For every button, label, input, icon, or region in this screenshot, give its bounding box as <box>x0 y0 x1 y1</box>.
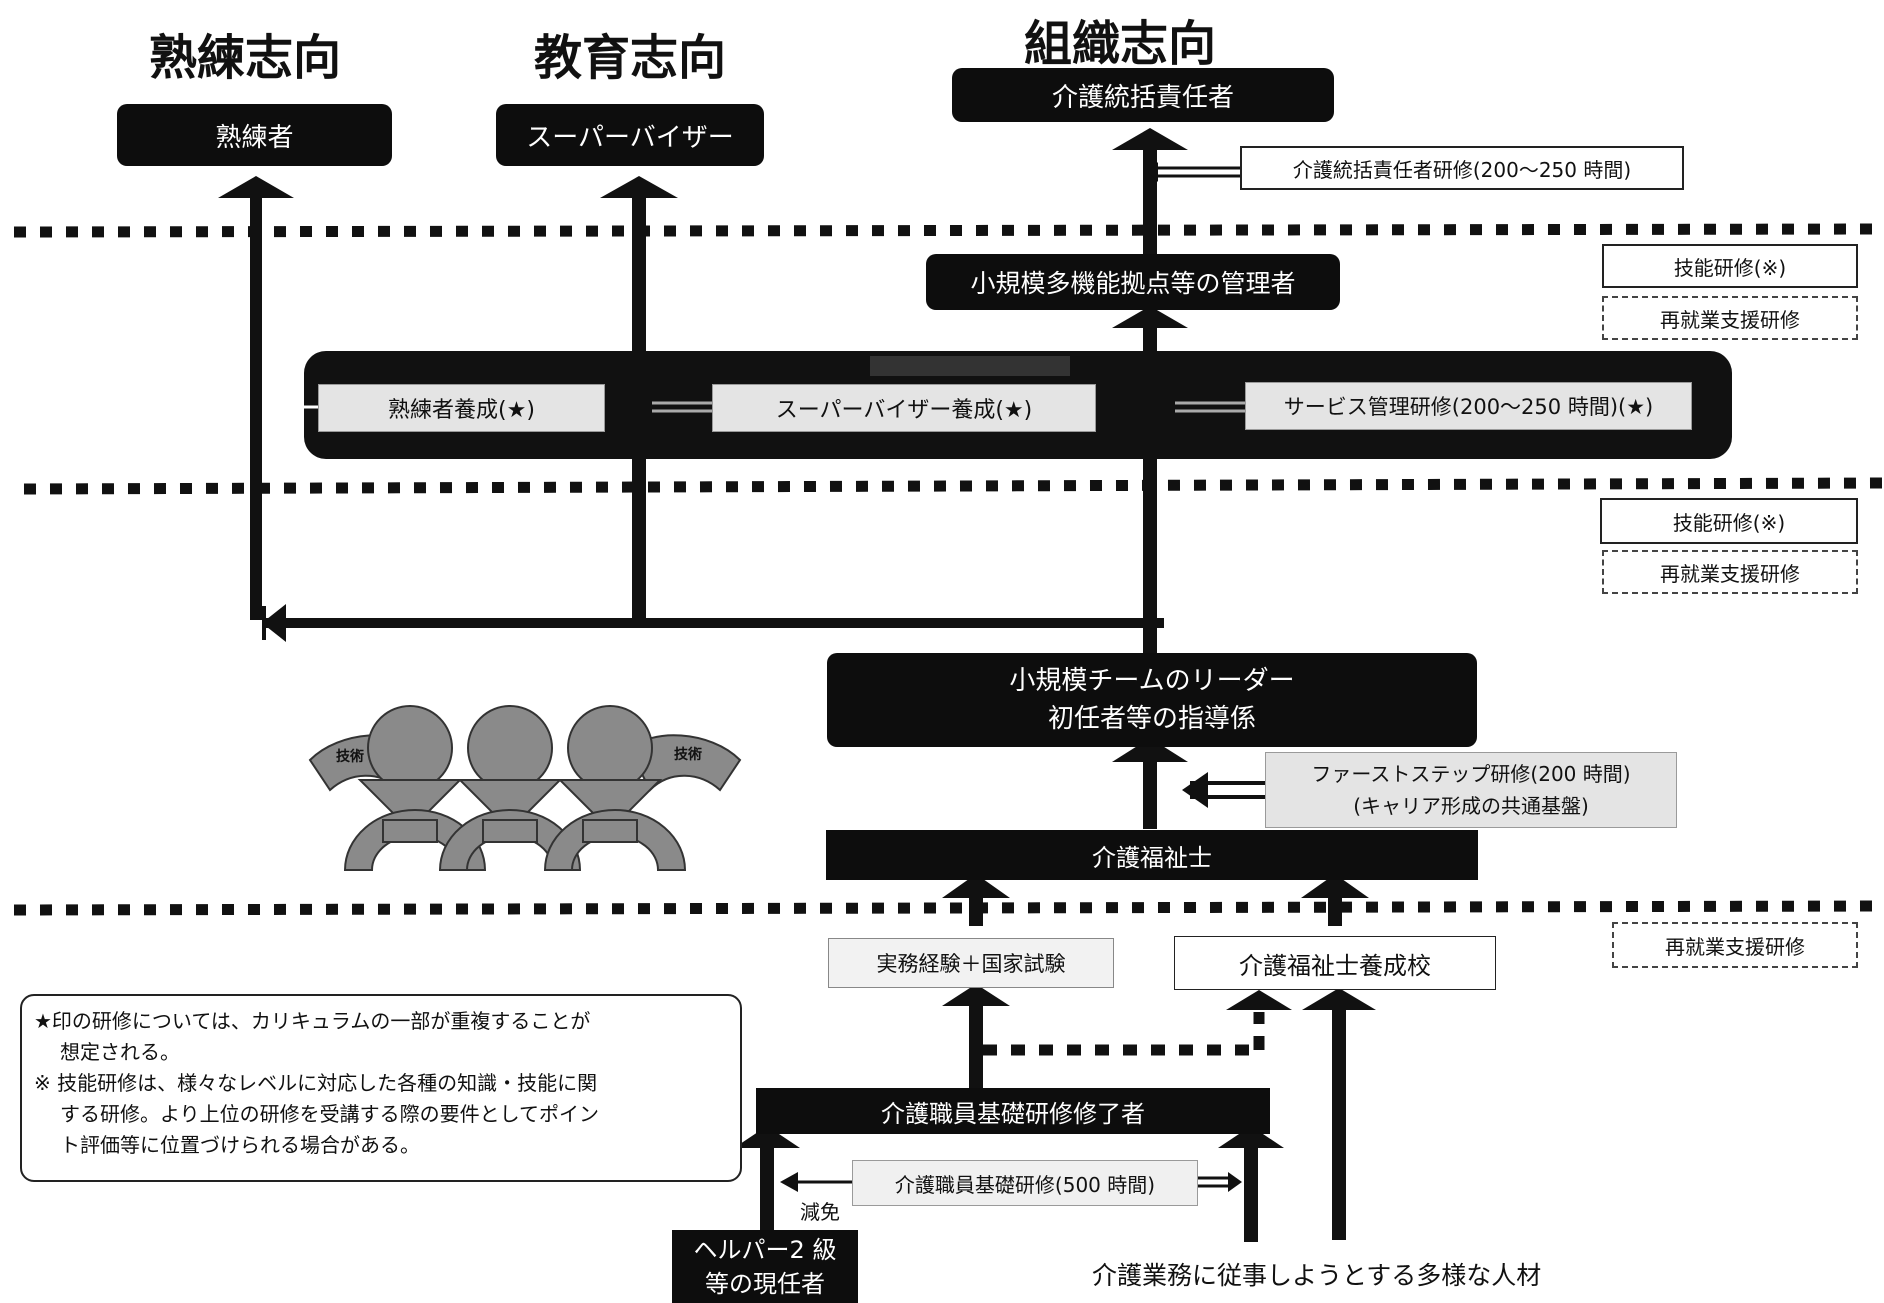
helper-line1: ヘルパー2 級 <box>693 1235 837 1264</box>
role-general-manager: 介護統括責任者 <box>952 68 1334 122</box>
role-skilled: 熟練者 <box>117 104 392 166</box>
supervisor-path-shaft <box>632 198 646 622</box>
helper-line2: 等の現任者 <box>705 1269 825 1298</box>
header-organization-orientation: 組織志向 <box>1023 16 1216 72</box>
first-step-line1: ファーストステップ研修(200 時間) <box>1311 762 1631 786</box>
level-divider-bottom <box>13 900 1884 916</box>
supervisor-training: スーパーバイザー養成(★) <box>712 384 1096 432</box>
role-team-leader: 小規模チームのリーダー 初任者等の指導係 <box>827 653 1477 747</box>
role-care-worker: 介護福祉士 <box>826 830 1478 880</box>
service-management-training: サービス管理研修(200～250 時間)(★) <box>1245 382 1692 430</box>
skilled-training: 熟練者養成(★) <box>318 384 605 432</box>
note-line-3: ※ 技能研修は、様々なレベルに対応した各種の知識・技能に関 <box>34 1071 598 1095</box>
note-line-1: ★印の研修については、カリキュラムの一部が重複することが <box>34 1009 591 1033</box>
general-manager-training: 介護統括責任者研修(200～250 時間) <box>1240 146 1684 190</box>
skilled-arrowhead <box>218 176 294 198</box>
general-manager-training-arrow <box>1158 166 1240 178</box>
illustration-label-right: 技術 <box>674 747 702 763</box>
practical-experience-exam: 実務経験＋国家試験 <box>828 938 1114 988</box>
first-step-line2: (キャリア形成の共通基盤) <box>1353 794 1589 818</box>
supervisor-arrowhead <box>600 176 678 198</box>
reemployment-training-middle: 再就業支援研修 <box>1602 550 1858 594</box>
team-leader-line1: 小規模チームのリーダー <box>1009 666 1295 696</box>
level-divider-top <box>13 223 1884 238</box>
note-line-4: する研修。より上位の研修を受講する際の要件としてポイン <box>60 1102 599 1126</box>
reemployment-training-lower: 再就業支援研修 <box>1612 922 1858 968</box>
header-education-orientation: 教育志向 <box>533 30 726 86</box>
header-skilled-orientation: 熟練志向 <box>148 30 341 86</box>
illustration-label-left: 技術 <box>336 749 364 765</box>
team-leader-line2: 初任者等の指導係 <box>1047 704 1256 734</box>
people-illustration <box>308 705 742 871</box>
basic-training: 介護職員基礎研修(500 時間) <box>852 1160 1198 1206</box>
reemployment-training-upper: 再就業支援研修 <box>1602 296 1858 340</box>
note-line-2: 想定される。 <box>60 1040 180 1064</box>
skill-training-middle: 技能研修(※) <box>1600 498 1858 544</box>
level-divider-middle <box>23 477 1884 495</box>
first-step-training: ファーストステップ研修(200 時間) (キャリア形成の共通基盤) <box>1265 752 1677 828</box>
skill-training-upper: 技能研修(※) <box>1602 244 1858 288</box>
role-supervisor: スーパーバイザー <box>496 104 764 166</box>
diverse-people-label: 介護業務に従事しようとする多様な人材 <box>1092 1261 1542 1290</box>
notes-box: ★印の研修については、カリキュラムの一部が重複することが 想定される。 ※ 技能… <box>20 994 742 1182</box>
role-helper-level2: ヘルパー2 級 等の現任者 <box>672 1230 858 1303</box>
role-small-base-manager: 小規模多機能拠点等の管理者 <box>926 254 1340 310</box>
role-basic-training-completer: 介護職員基礎研修修了者 <box>756 1088 1270 1134</box>
care-worker-training-school: 介護福祉士養成校 <box>1174 936 1496 990</box>
note-line-5: ト評価等に位置づけられる場合がある。 <box>60 1133 420 1157</box>
exemption-label: 減免 <box>800 1200 840 1224</box>
skilled-path-shaft <box>250 198 262 620</box>
